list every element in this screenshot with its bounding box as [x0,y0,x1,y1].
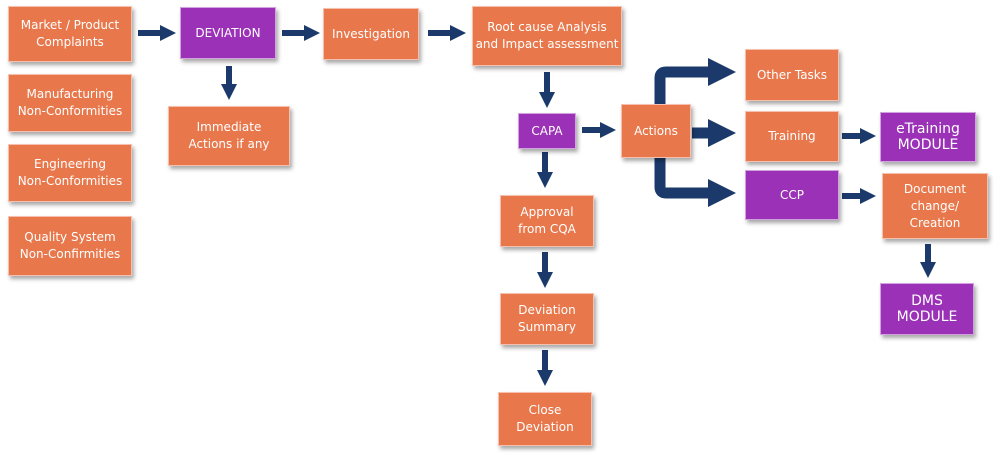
quality-system-nc-box: Quality System Non-Confirmities [8,216,132,276]
arrow-capa-to-actions [582,122,616,138]
arrow-actions-to-other-tasks [654,58,736,110]
arrow-approval-to-summary [537,252,553,288]
investigation-box: Investigation [323,8,419,60]
arrow-actions-to-training [692,119,736,147]
capa-box: CAPA [518,113,576,149]
arrow-capa-to-approval [537,152,553,188]
training-box: Training [745,111,839,162]
deviation-summary-box: Deviation Summary [500,293,594,345]
arrow-deviation-to-immediate-actions [221,66,237,100]
arrow-training-to-etraining [842,128,876,144]
etraining-module-box: eTraining MODULE [880,112,976,162]
immediate-actions-box: Immediate Actions if any [168,106,290,166]
approval-box: Approval from CQA [500,195,594,247]
manufacturing-nc-box: Manufacturing Non-Conformities [8,74,132,132]
engineering-nc-box: Engineering Non-Conformities [8,144,132,202]
dms-module-box: DMS MODULE [880,283,974,335]
arrow-deviation-to-investigation [282,25,320,41]
document-change-box: Document change/ Creation [882,173,988,239]
arrow-ccp-to-document-change [842,188,876,204]
ccp-box: CCP [745,170,839,220]
arrow-investigation-to-root-cause [428,25,466,41]
arrow-summary-to-close [537,350,553,386]
deviation-box: DEVIATION [180,7,276,59]
actions-box: Actions [621,104,691,158]
arrow-complaints-to-deviation [138,25,176,41]
close-deviation-box: Close Deviation [498,392,592,446]
other-tasks-box: Other Tasks [745,49,839,101]
arrow-actions-to-ccp [654,156,736,207]
root-cause-box: Root cause Analysis and Impact assessmen… [472,6,622,66]
arrow-document-change-to-dms [920,244,936,278]
arrow-root-cause-to-capa [539,72,555,108]
market-complaints-box: Market / Product Complaints [8,6,132,62]
